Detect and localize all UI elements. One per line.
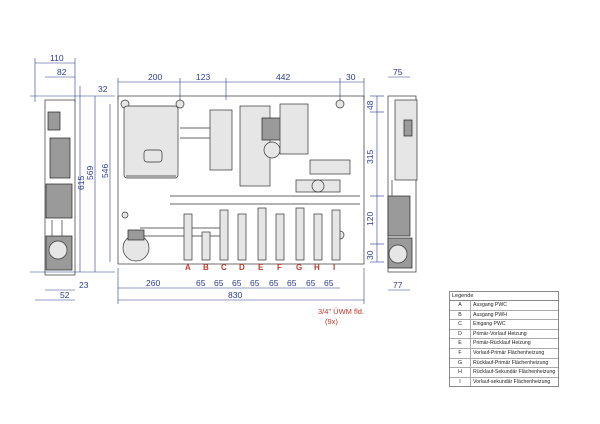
- legend-label: Vorlauf-sekundär Flächenheizung: [473, 378, 551, 385]
- dim-bottom-77: 77: [393, 280, 403, 290]
- dim-left-546: 546: [100, 164, 110, 178]
- legend-label: Rücklauf-Sekundär Flächenheizung: [473, 369, 556, 376]
- legend-label: Eingang PWC: [473, 321, 506, 328]
- legend-key: I: [450, 377, 471, 387]
- dim-top-75: 75: [393, 67, 403, 77]
- dim-top-123: 123: [196, 72, 210, 82]
- dim-bottom-260: 260: [146, 278, 160, 288]
- dim-bottom-830: 830: [228, 290, 242, 300]
- legend-key: H: [450, 368, 471, 377]
- dim-top-442: 442: [276, 72, 290, 82]
- dim-bottom-65-1: 65: [196, 278, 206, 288]
- legend-label: Ausgang PWC: [473, 302, 508, 308]
- legend-label: Vorlauf-Primär Flächenheizung: [473, 349, 545, 356]
- dim-bottom-65-6: 65: [287, 278, 297, 288]
- legend-key: F: [450, 348, 471, 358]
- dim-top-82: 82: [57, 67, 67, 77]
- dim-left-615: 615: [76, 176, 86, 190]
- dim-bottom-23: 23: [79, 280, 89, 290]
- dim-right-30: 30: [365, 250, 375, 260]
- front-view: [117, 95, 365, 265]
- legend-label: Ausgang PWH: [473, 311, 508, 318]
- dim-right-315: 315: [365, 150, 375, 164]
- dim-bottom-52: 52: [60, 290, 70, 300]
- right-side-view: [387, 95, 418, 273]
- legend-title: Legende: [450, 292, 558, 301]
- dim-bottom-65-5: 65: [269, 278, 279, 288]
- dim-right-120: 120: [365, 212, 375, 226]
- connection-label-h: H: [314, 263, 320, 272]
- legend-key: A: [450, 301, 471, 310]
- note-line2: (9x): [325, 317, 338, 326]
- dim-top-110: 110: [50, 53, 64, 63]
- dim-bottom-65-8: 65: [324, 278, 334, 288]
- fitting-note: 3/4" ÜWM fld. (9x): [318, 307, 364, 326]
- connection-label-i: I: [333, 263, 335, 272]
- legend-label: Primär-Vorlauf Heizung: [473, 330, 527, 337]
- legend-key: C: [450, 320, 471, 329]
- connection-label-b: B: [203, 263, 209, 272]
- connection-label-g: G: [296, 263, 302, 272]
- connection-label-f: F: [277, 263, 282, 272]
- dim-right-48: 48: [365, 100, 375, 110]
- dim-bottom-65-4: 65: [250, 278, 260, 288]
- connection-label-d: D: [239, 263, 245, 272]
- legend-key: G: [450, 358, 471, 368]
- dimension-lines: [30, 58, 410, 304]
- connection-label-e: E: [258, 263, 264, 272]
- legend-key: B: [450, 310, 471, 320]
- connection-labels: A B C D E F G H I: [185, 263, 335, 272]
- dim-left-32: 32: [98, 84, 108, 94]
- dim-bottom-65-7: 65: [306, 278, 316, 288]
- dim-top-200: 200: [148, 72, 162, 82]
- dimension-texts: 110 82 200 123 442 30 75 32 615 569 546 …: [50, 53, 403, 300]
- legend-key: D: [450, 329, 471, 339]
- legend-label: Primär-Rücklauf Heizung: [473, 340, 531, 347]
- legend-label: Rücklauf-Primär Flächenheizung: [473, 359, 549, 366]
- connection-label-a: A: [185, 263, 191, 272]
- legend-key: E: [450, 339, 471, 348]
- dim-top-30: 30: [346, 72, 356, 82]
- dim-left-569: 569: [85, 166, 95, 180]
- connection-label-c: C: [221, 263, 227, 272]
- left-side-view: [44, 99, 76, 276]
- note-line1: 3/4" ÜWM fld.: [318, 307, 364, 316]
- dim-bottom-65-2: 65: [214, 278, 224, 288]
- dim-bottom-65-3: 65: [232, 278, 242, 288]
